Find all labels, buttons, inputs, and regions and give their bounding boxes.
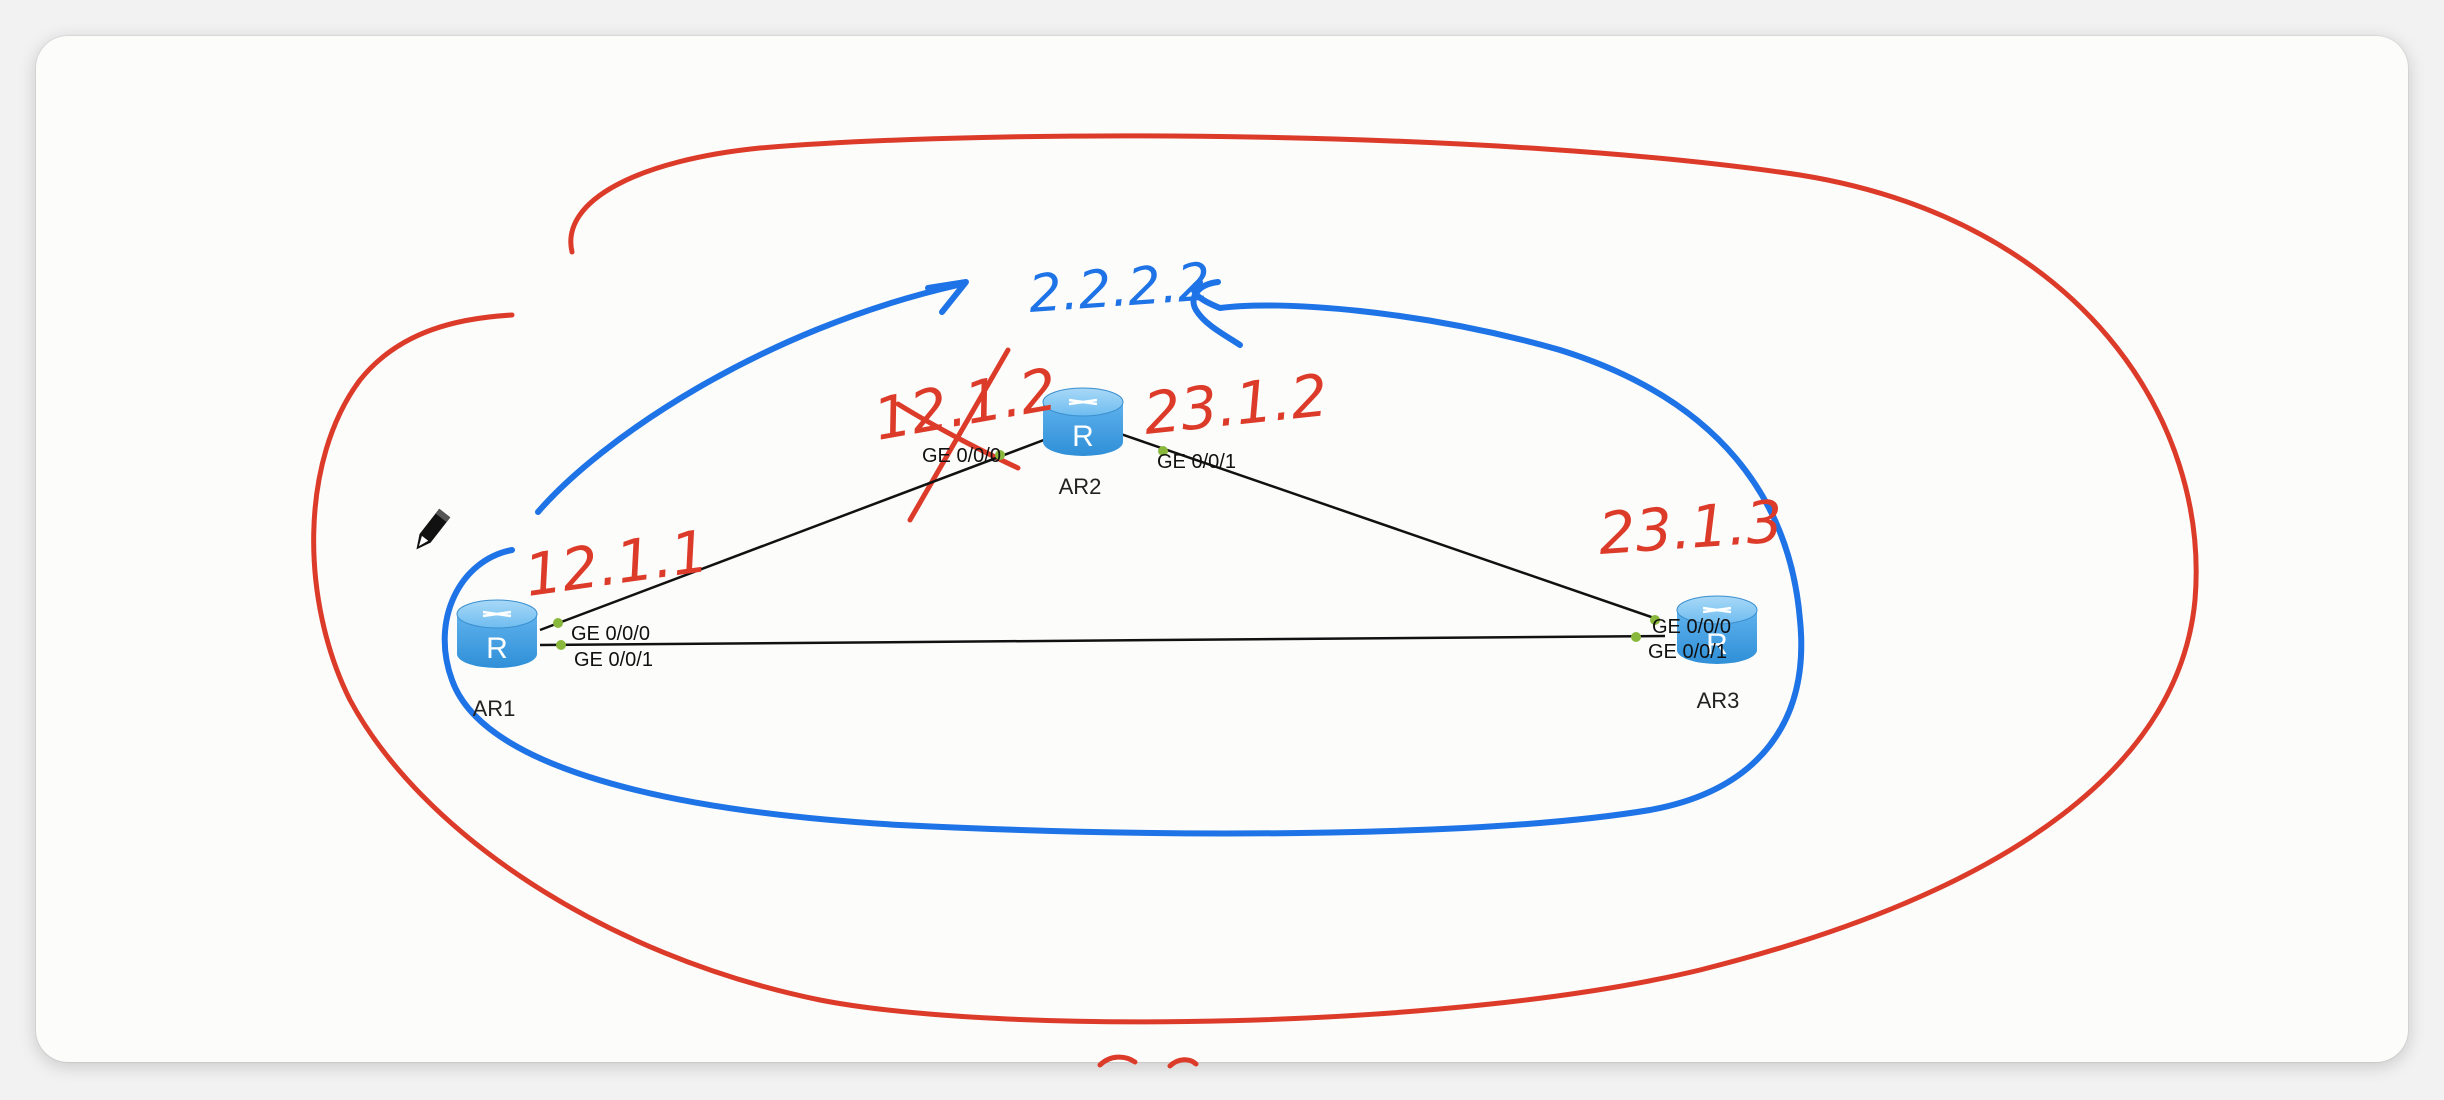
router-ar3[interactable]: R: [1676, 595, 1758, 664]
diagram-window: [36, 36, 2408, 1062]
red-strike-line-2: [895, 401, 1021, 471]
port-label-ar3-ge001: GE 0/0/1: [1648, 641, 1727, 663]
blue-left-arc: [535, 282, 961, 515]
pen-cursor-icon: [416, 508, 451, 550]
router-ar1[interactable]: R: [456, 599, 538, 668]
blue-arrowhead-right: [1190, 279, 1243, 348]
router-ar1-label: AR1: [473, 696, 516, 721]
annotation-top-label: 2.2.2.2: [1027, 252, 1213, 325]
router-icon: R: [1676, 595, 1758, 664]
red-bottom-tick-2: [1167, 1057, 1199, 1069]
blue-inner-loop: [441, 279, 1805, 837]
port-dot-ar2-ge001[interactable]: [1158, 446, 1168, 456]
red-bottom-tick: [1097, 1054, 1138, 1068]
router-ar2-label: AR2: [1059, 474, 1102, 499]
port-label-ar1-ge000: GE 0/0/0: [571, 623, 650, 645]
annotation-ar1-addr: 12.1.1: [520, 517, 712, 610]
port-label-ar2-ge000: GE 0/0/0: [922, 445, 1001, 467]
annotation-ar3-addr: 23.1.3: [1596, 487, 1785, 568]
blue-arrowhead-left: [925, 279, 969, 315]
annotation-ar2-left-addr: 12.1.2: [869, 355, 1062, 454]
router-glyph: R: [1706, 628, 1728, 661]
port-label-ar1-ge001: GE 0/0/1: [574, 649, 653, 671]
port-dot-ar1-ge000[interactable]: [553, 618, 563, 628]
router-glyph: R: [486, 632, 508, 665]
red-outer-loop: [311, 133, 2199, 1025]
port-label-ar2-ge001: GE 0/0/1: [1157, 451, 1236, 473]
port-label-ar3-ge000: GE 0/0/0: [1652, 616, 1731, 638]
router-icon: R: [456, 599, 538, 668]
red-strike-line-1: [907, 347, 1011, 523]
router-ar3-label: AR3: [1697, 688, 1740, 713]
port-dot-ar1-ge001[interactable]: [556, 640, 566, 650]
port-dot-ar3-ge000[interactable]: [1650, 615, 1660, 625]
annotation-ar2-right-addr: 23.1.2: [1140, 361, 1331, 448]
port-dot-ar3-ge001[interactable]: [1631, 632, 1641, 642]
link-ar1-ar2: [539, 430, 1066, 632]
router-glyph: R: [1072, 420, 1094, 453]
router-icon: R: [1042, 387, 1124, 456]
link-ar1-ar3: [539, 634, 1666, 647]
link-ar2-ar3: [1114, 430, 1661, 622]
router-ar2[interactable]: R: [1042, 387, 1124, 456]
port-dot-ar2-ge000[interactable]: [995, 450, 1005, 460]
